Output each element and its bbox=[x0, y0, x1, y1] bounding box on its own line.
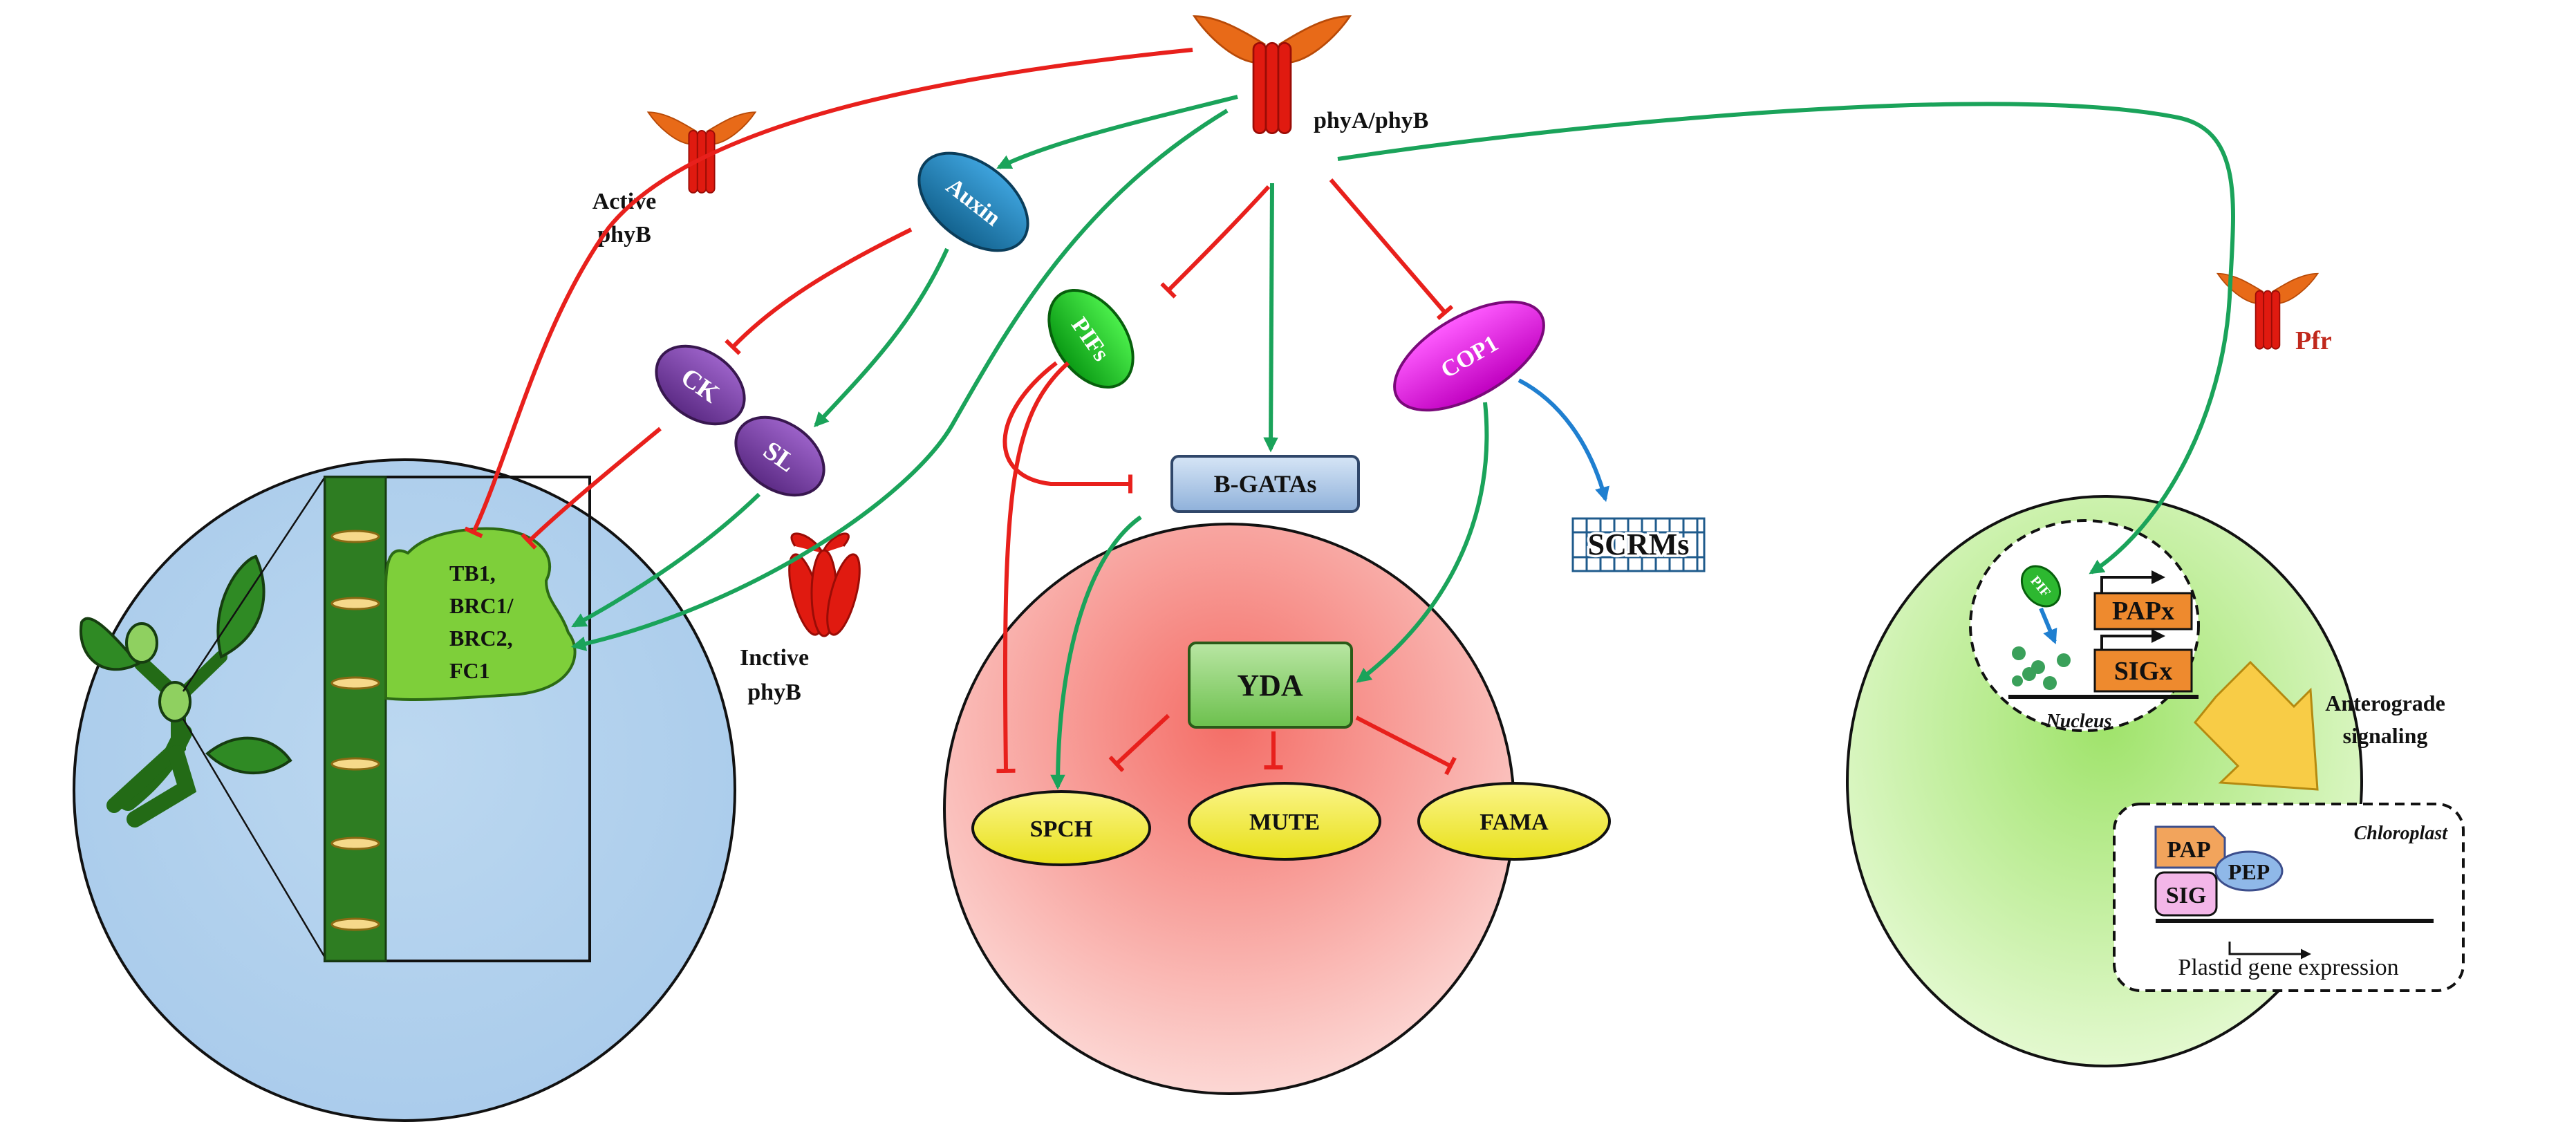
inhibit-phy-to-bud bbox=[474, 48, 1193, 532]
scrms-label: SCRMs bbox=[1588, 527, 1690, 561]
arrow-cop1-to-scrms bbox=[1518, 378, 1609, 503]
svg-text:SIG: SIG bbox=[2166, 883, 2207, 908]
papx-gene: PAPx bbox=[2093, 570, 2193, 630]
arrow-phy-to-bud bbox=[570, 109, 1229, 651]
inhibit-ck-to-bud bbox=[529, 427, 662, 541]
inhibit-auxin-to-ck bbox=[733, 227, 913, 347]
arrow-sl-to-bud bbox=[571, 492, 761, 628]
active-phyb-label: phyB bbox=[597, 222, 651, 247]
sigx-gene: SIGx bbox=[2093, 629, 2193, 693]
ck-node: CK bbox=[655, 344, 746, 426]
mute-node: MUTE bbox=[1188, 782, 1381, 861]
arrow-auxin-to-sl bbox=[814, 247, 949, 428]
pap-protein: PAP bbox=[2154, 825, 2226, 869]
plant-shoot-icon bbox=[79, 554, 292, 828]
inhibit-phy-to-pifs bbox=[1168, 185, 1271, 290]
axillary-bud-icon bbox=[158, 681, 192, 722]
inhibit-pifs-to-spch bbox=[1005, 361, 1070, 771]
chloroplast-box: Chloroplast PAP PEP SIG Plastid gene exp… bbox=[2113, 803, 2465, 992]
cop1-node: COP1 bbox=[1393, 300, 1545, 412]
axillary-bud bbox=[384, 527, 577, 702]
inhibit-yda-to-fama bbox=[1355, 716, 1450, 766]
pep-protein: PEP bbox=[2214, 850, 2284, 892]
inhibition-arrows bbox=[474, 48, 1450, 771]
bgatas-box: B-GATAs bbox=[1170, 455, 1360, 513]
stomatal-development-panel: PIFs COP1 B-GATAs YDA SPCH MUTE FAMA bbox=[943, 288, 1706, 1095]
svg-text:FAMA: FAMA bbox=[1480, 810, 1549, 835]
stem-section bbox=[324, 476, 387, 962]
nucleus-label: Nucleus bbox=[2046, 711, 2112, 732]
svg-text:MUTE: MUTE bbox=[1249, 810, 1320, 835]
inhibit-yda-to-spch bbox=[1117, 713, 1170, 764]
activation-arrows bbox=[570, 95, 2235, 790]
stem-nodes bbox=[330, 530, 380, 931]
gene-label-brc1: BRC1/ bbox=[449, 593, 514, 618]
chloroplast-label: Chloroplast bbox=[2354, 823, 2449, 844]
gene-label-tb1: TB1, bbox=[449, 561, 496, 586]
svg-text:PAP: PAP bbox=[2167, 837, 2211, 863]
arrow-bgatas-to-spch bbox=[1050, 515, 1142, 790]
inhibit-phy-to-cop1 bbox=[1329, 178, 1445, 312]
pifs-node: PIFs bbox=[1047, 288, 1135, 389]
shoot-branching-panel: TB1, BRC1/ BRC2, FC1 Active phyB Inctive… bbox=[73, 111, 1029, 1122]
inactive-phyb-label: Inctive bbox=[740, 645, 809, 671]
gene-label-fc1: FC1 bbox=[449, 658, 490, 683]
yda-box: YDA bbox=[1188, 642, 1353, 729]
scrms-icon bbox=[1571, 517, 1706, 572]
inhibit-pifs-to-bgatas bbox=[1002, 361, 1130, 484]
anterograde-label: signaling bbox=[2343, 723, 2428, 748]
anterograde-arrow-icon bbox=[2193, 660, 2319, 791]
gene-label-brc2: BRC2, bbox=[449, 626, 513, 651]
svg-text:YDA: YDA bbox=[1237, 669, 1303, 702]
chloroplast-panel: Nucleus PIF PAPx SIGx A bbox=[1846, 272, 2465, 1067]
pfr-label: Pfr bbox=[2295, 326, 2332, 355]
svg-text:SIGx: SIGx bbox=[2114, 657, 2172, 686]
sig-protein: SIG bbox=[2154, 871, 2218, 917]
svg-text:SPCH: SPCH bbox=[1030, 816, 1093, 842]
spch-node: SPCH bbox=[971, 790, 1151, 866]
svg-text:B-GATAs: B-GATAs bbox=[1214, 470, 1317, 498]
svg-text:PAPx: PAPx bbox=[2112, 597, 2174, 626]
anterograde-label: Anterograde bbox=[2325, 691, 2445, 716]
arrow-cop1-to-yda bbox=[1356, 402, 1489, 683]
nucleus: Nucleus PIF PAPx SIGx bbox=[1969, 519, 2200, 732]
sl-node: SL bbox=[734, 415, 825, 497]
phya-phyb-label: phyA/phyB bbox=[1314, 108, 1428, 133]
released-pif-dots bbox=[2012, 646, 2071, 690]
inactive-phyb-icon bbox=[788, 532, 861, 637]
arrow-phy-to-auxin bbox=[996, 95, 1238, 169]
plastid-expression-label: Plastid gene expression bbox=[2178, 955, 2398, 980]
fama-node: FAMA bbox=[1417, 782, 1611, 861]
svg-text:PEP: PEP bbox=[2228, 859, 2270, 884]
arrow-phy-to-nucleus bbox=[1337, 102, 2235, 574]
pif-node: PIF bbox=[2020, 565, 2062, 608]
arrow-phy-to-bgatas bbox=[1263, 183, 1278, 453]
auxin-node: Auxin bbox=[917, 151, 1029, 252]
axillary-bud-icon bbox=[125, 622, 158, 664]
inactive-phyb-label: phyB bbox=[747, 680, 801, 705]
